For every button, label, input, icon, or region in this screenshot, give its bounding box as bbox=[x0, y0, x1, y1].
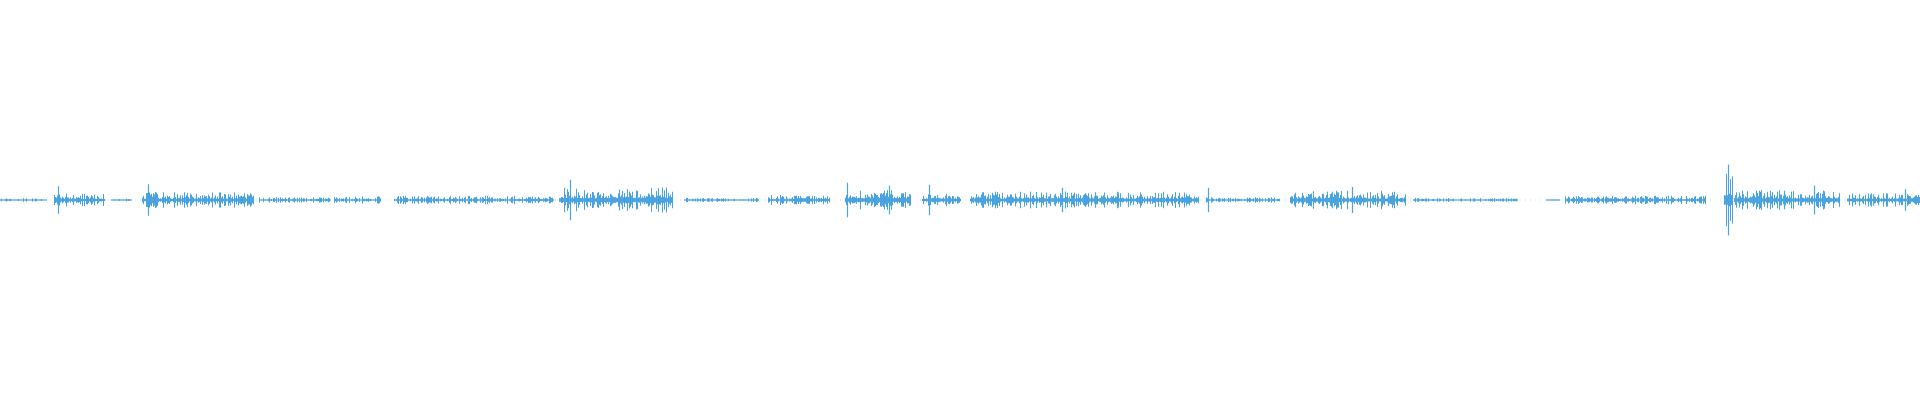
waveform-trace bbox=[0, 164, 1920, 236]
waveform-segments bbox=[0, 173, 1920, 227]
